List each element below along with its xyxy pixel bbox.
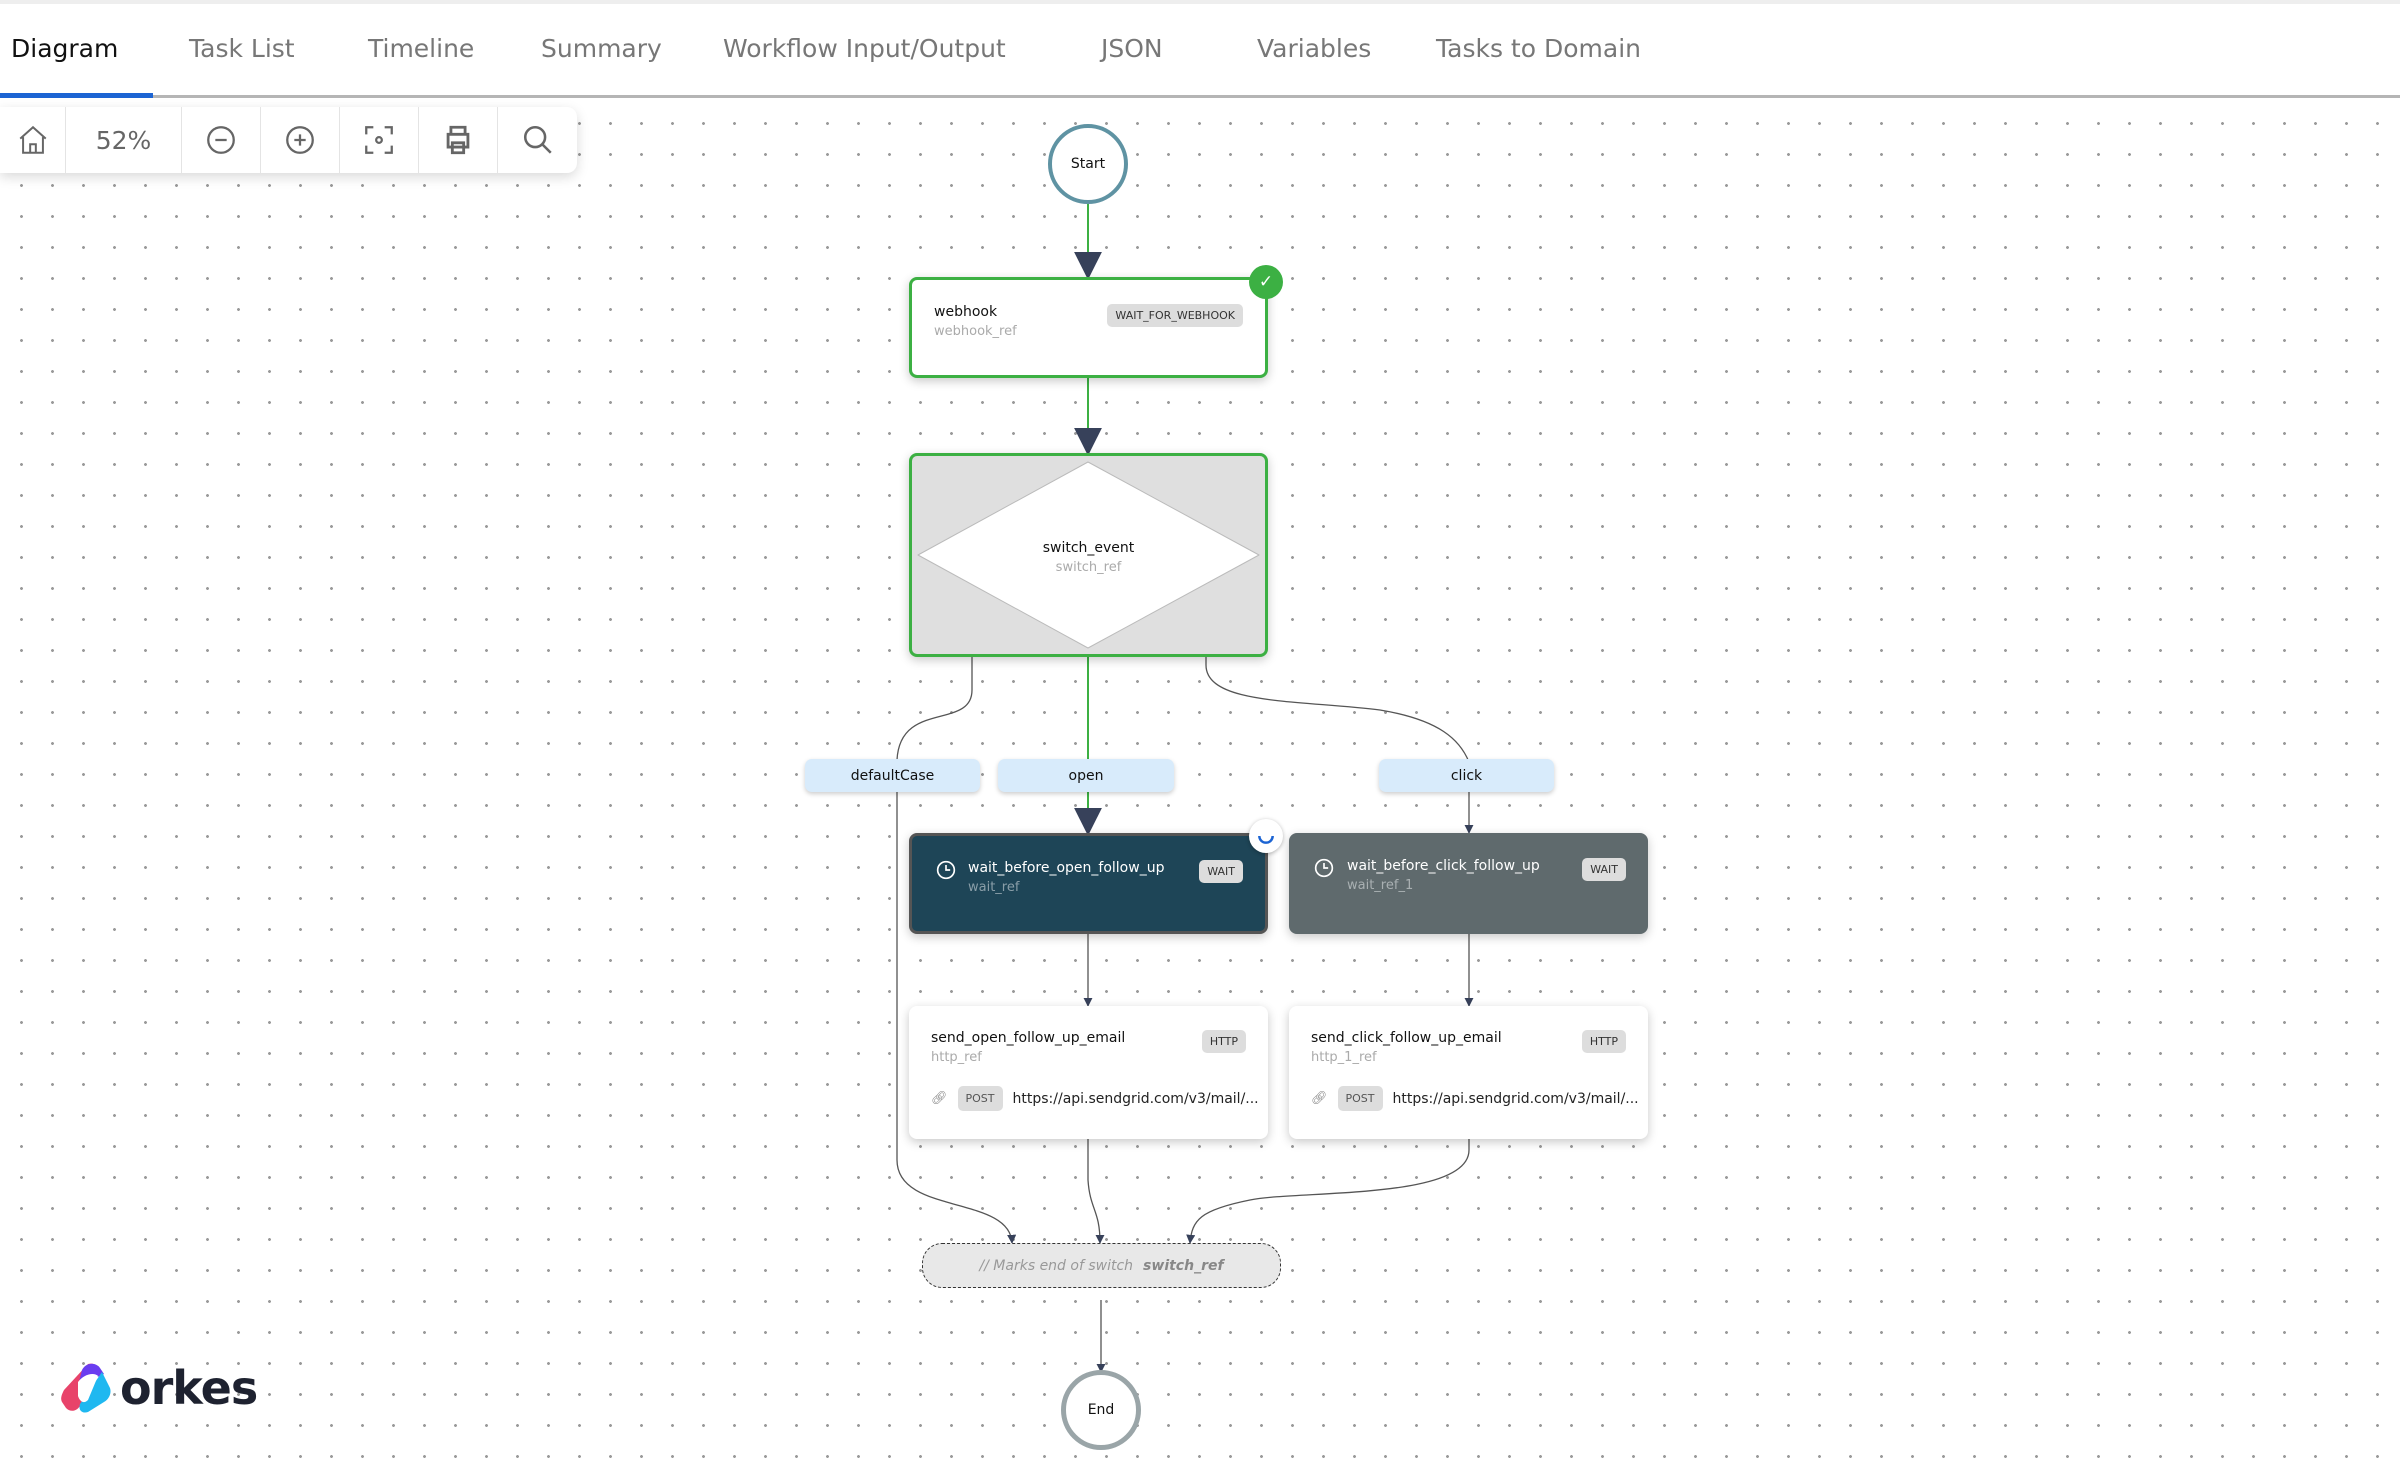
http-method: POST bbox=[957, 1086, 1003, 1111]
tab-tasks-to-domain[interactable]: Tasks to Domain bbox=[1436, 34, 1641, 63]
clock-icon bbox=[1314, 858, 1334, 878]
branch-label-open[interactable]: open bbox=[998, 759, 1174, 792]
home-icon[interactable] bbox=[0, 107, 66, 173]
task-ref: wait_ref_1 bbox=[1347, 878, 1414, 893]
switch-ref: switch_ref bbox=[1055, 560, 1122, 575]
tab-variables[interactable]: Variables bbox=[1257, 34, 1372, 63]
edge-switch-click bbox=[1205, 657, 1474, 834]
task-name: webhook bbox=[934, 304, 998, 320]
task-ref: http_ref bbox=[931, 1050, 982, 1065]
tab-summary[interactable]: Summary bbox=[541, 34, 662, 63]
task-name: wait_before_click_follow_up bbox=[1347, 858, 1540, 874]
switch-diamond bbox=[917, 461, 1260, 649]
task-type-badge: HTTP bbox=[1581, 1030, 1626, 1053]
http-request-row: 🔗︎ POST https://api.sendgrid.com/v3/mail… bbox=[1311, 1086, 1639, 1111]
start-label: Start bbox=[1070, 156, 1106, 172]
task-name: send_click_follow_up_email bbox=[1311, 1030, 1502, 1046]
tab-timeline[interactable]: Timeline bbox=[368, 34, 475, 63]
fit-icon[interactable] bbox=[340, 107, 419, 173]
join-comment: // Marks end of switch bbox=[979, 1257, 1134, 1274]
task-name: send_open_follow_up_email bbox=[931, 1030, 1126, 1046]
switch-name: switch_event bbox=[1042, 540, 1135, 556]
end-label: End bbox=[1087, 1402, 1115, 1418]
diagram-toolbar: 52% bbox=[0, 107, 577, 173]
search-icon[interactable] bbox=[498, 107, 577, 173]
task-node-wait-click[interactable]: wait_before_click_follow_up wait_ref_1 W… bbox=[1289, 833, 1648, 934]
switch-node[interactable]: switch_event switch_ref bbox=[909, 453, 1268, 657]
orkes-logo-mark-icon bbox=[61, 1363, 111, 1413]
link-icon: 🔗︎ bbox=[1311, 1091, 1328, 1106]
http-url: https://api.sendgrid.com/v3/mail/... bbox=[1012, 1090, 1259, 1107]
join-ref: switch_ref bbox=[1143, 1257, 1224, 1274]
http-method: POST bbox=[1337, 1086, 1383, 1111]
edge-http-open-join bbox=[1087, 1139, 1105, 1244]
start-node[interactable]: Start bbox=[1048, 124, 1128, 204]
join-node[interactable]: // Marks end of switch switch_ref bbox=[922, 1243, 1281, 1288]
active-tab-indicator bbox=[0, 93, 153, 98]
task-type-badge: WAIT_FOR_WEBHOOK bbox=[1107, 304, 1243, 327]
tab-json[interactable]: JSON bbox=[1101, 34, 1163, 63]
end-node[interactable]: End bbox=[1061, 1370, 1141, 1450]
edge-http-click-join bbox=[1186, 1139, 1470, 1244]
task-ref: webhook_ref bbox=[934, 324, 1017, 339]
orkes-logo: orkes bbox=[58, 1360, 258, 1416]
tab-task-list[interactable]: Task List bbox=[189, 34, 295, 63]
task-node-wait-open[interactable]: wait_before_open_follow_up wait_ref WAIT bbox=[909, 833, 1268, 934]
completed-check-icon: ✓ bbox=[1249, 265, 1283, 299]
http-url: https://api.sendgrid.com/v3/mail/... bbox=[1392, 1090, 1639, 1107]
task-name: wait_before_open_follow_up bbox=[968, 860, 1165, 876]
zoom-in-icon[interactable] bbox=[261, 107, 340, 173]
in-progress-spinner-icon bbox=[1249, 819, 1283, 853]
tab-workflow-input-output[interactable]: Workflow Input/Output bbox=[723, 34, 1006, 63]
task-type-badge: HTTP bbox=[1201, 1030, 1246, 1053]
http-request-row: 🔗︎ POST https://api.sendgrid.com/v3/mail… bbox=[931, 1086, 1259, 1111]
zoom-level: 52% bbox=[66, 107, 182, 173]
clock-icon bbox=[936, 860, 956, 880]
branch-label-default[interactable]: defaultCase bbox=[805, 759, 980, 792]
orkes-logo-text: orkes bbox=[120, 1361, 258, 1415]
task-node-http-click[interactable]: send_click_follow_up_email http_1_ref HT… bbox=[1289, 1006, 1648, 1139]
zoom-out-icon[interactable] bbox=[182, 107, 261, 173]
link-icon: 🔗︎ bbox=[931, 1091, 948, 1106]
task-ref: wait_ref bbox=[968, 880, 1020, 895]
tab-diagram[interactable]: Diagram bbox=[11, 34, 119, 63]
edge-switch-default bbox=[896, 657, 1017, 1244]
task-ref: http_1_ref bbox=[1311, 1050, 1377, 1065]
task-node-webhook[interactable]: webhook webhook_ref WAIT_FOR_WEBHOOK bbox=[909, 277, 1268, 378]
task-type-badge: WAIT bbox=[1582, 858, 1626, 881]
task-type-badge: WAIT bbox=[1199, 860, 1243, 883]
branch-label-click[interactable]: click bbox=[1379, 759, 1554, 792]
tab-bar: Diagram Task List Timeline Summary Workf… bbox=[0, 0, 2400, 98]
print-icon[interactable] bbox=[419, 107, 498, 173]
task-node-http-open[interactable]: send_open_follow_up_email http_ref HTTP … bbox=[909, 1006, 1268, 1139]
